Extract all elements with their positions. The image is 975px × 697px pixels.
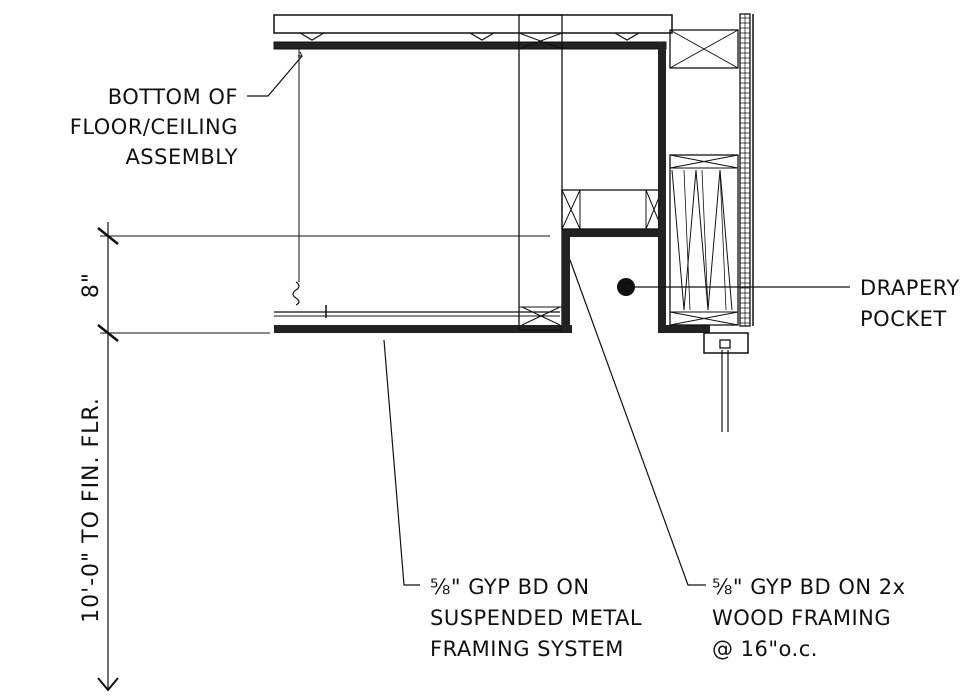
drapery-pocket-marker (617, 278, 850, 296)
svg-text:ASSEMBLY: ASSEMBLY (125, 145, 238, 169)
center-stud-column (518, 14, 563, 331)
leader-lines (247, 51, 706, 586)
floor-slab (273, 14, 673, 41)
exterior-cladding (739, 13, 754, 327)
svg-text:@ 16"o.c.: @ 16"o.c. (712, 637, 818, 661)
top-plate (669, 29, 739, 69)
svg-text:DRAPERY: DRAPERY (860, 276, 960, 300)
dim-ceiling-height: 10'-0" TO FIN. FLR. (79, 397, 104, 623)
svg-text:⅝" GYP BD ON 2x: ⅝" GYP BD ON 2x (712, 575, 906, 599)
dim-soffit-drop: 8" (79, 272, 104, 298)
svg-text:⅝" GYP BD ON: ⅝" GYP BD ON (430, 575, 590, 599)
label-drapery-pocket: DRAPERY POCKET (860, 276, 960, 331)
svg-text:FRAMING SYSTEM: FRAMING SYSTEM (430, 637, 624, 661)
soffit-gyp (274, 311, 572, 333)
pocket-side-gyp (562, 229, 666, 333)
dimension-labels: 8" 10'-0" TO FIN. FLR. (79, 272, 104, 623)
svg-text:SUSPENDED METAL: SUSPENDED METAL (430, 606, 642, 630)
svg-text:BOTTOM OF: BOTTOM OF (108, 85, 238, 109)
insulated-stud-wall (669, 154, 739, 326)
svg-text:POCKET: POCKET (860, 307, 947, 331)
svg-text:FLOOR/CEILING: FLOOR/CEILING (70, 115, 238, 139)
hanger-wire (292, 49, 327, 318)
upper-ceiling-gyp (273, 41, 667, 50)
svg-text:WOOD FRAMING: WOOD FRAMING (712, 606, 891, 630)
blocking (561, 189, 663, 230)
dimension-lines (97, 222, 550, 692)
label-bottom-of-assembly: BOTTOM OF FLOOR/CEILING ASSEMBLY (70, 85, 238, 169)
label-gyp-wood: ⅝" GYP BD ON 2x WOOD FRAMING @ 16"o.c. (712, 575, 906, 661)
drapery-track (703, 332, 749, 432)
pocket-wall-gyp (658, 42, 710, 333)
label-gyp-suspended: ⅝" GYP BD ON SUSPENDED METAL FRAMING SYS… (430, 575, 642, 661)
